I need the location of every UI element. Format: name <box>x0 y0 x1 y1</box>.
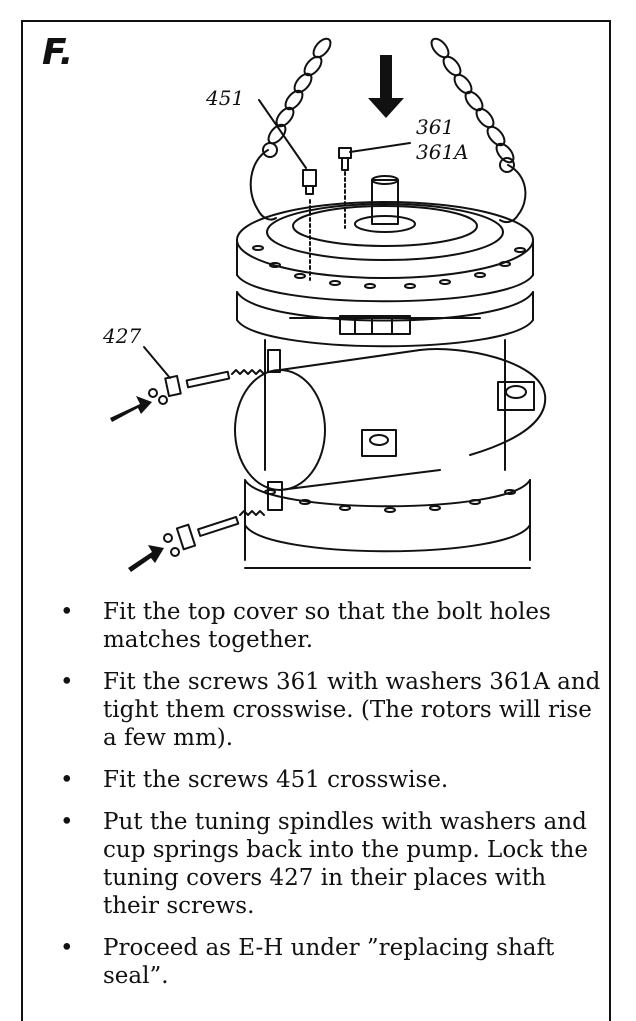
callout-361: 361 <box>416 115 455 139</box>
list-item: • Put the tuning spindles with washers an… <box>60 808 605 920</box>
bullet: • <box>60 767 74 793</box>
list-item: • Proceed as E-H under ”replacing shaft s… <box>60 934 605 990</box>
lower-flange <box>244 479 531 569</box>
arrow-icon-lower <box>128 545 164 572</box>
instruction-text: Fit the top cover so that the bolt holes… <box>103 599 551 653</box>
rotor-housing-upper <box>236 291 534 348</box>
instruction-list: • Fit the top cover so that the bolt hole… <box>60 598 605 1004</box>
tuning-spindle-lower <box>163 510 265 557</box>
lifting-chain-left <box>267 37 332 145</box>
hook-right <box>499 164 527 224</box>
top-cover <box>236 175 534 303</box>
list-item: • Fit the screws 361 with washers 361A an… <box>60 668 605 752</box>
instruction-text: Put the tuning spindles with washers and… <box>103 809 588 919</box>
hook-left <box>249 149 277 221</box>
bullet: • <box>60 669 74 695</box>
figure-frame <box>21 20 611 1021</box>
instruction-text: Fit the screws 451 crosswise. <box>103 767 449 793</box>
bullet: • <box>60 599 74 625</box>
callout-427: 427 <box>103 324 142 348</box>
arrow-icon-upper <box>110 396 152 422</box>
bullet: • <box>60 809 74 835</box>
down-arrow-icon <box>368 55 404 118</box>
instruction-text: Fit the screws 361 with washers 361A and… <box>103 669 601 751</box>
instruction-text: Proceed as E-H under ”replacing shaft se… <box>103 935 555 989</box>
pump-body <box>234 339 547 491</box>
screw-451 <box>302 169 317 281</box>
callout-361a: 361A <box>416 140 469 164</box>
list-item: • Fit the top cover so that the bolt hole… <box>60 598 605 654</box>
lifting-chain-right <box>430 37 515 164</box>
bullet: • <box>60 935 74 961</box>
screw-361 <box>338 147 352 229</box>
step-label: F. <box>42 32 75 73</box>
callout-451: 451 <box>206 86 245 110</box>
tuning-spindle-upper <box>148 369 265 405</box>
list-item: • Fit the screws 451 crosswise. <box>60 766 605 794</box>
pump-assembly-illustration <box>110 37 547 572</box>
